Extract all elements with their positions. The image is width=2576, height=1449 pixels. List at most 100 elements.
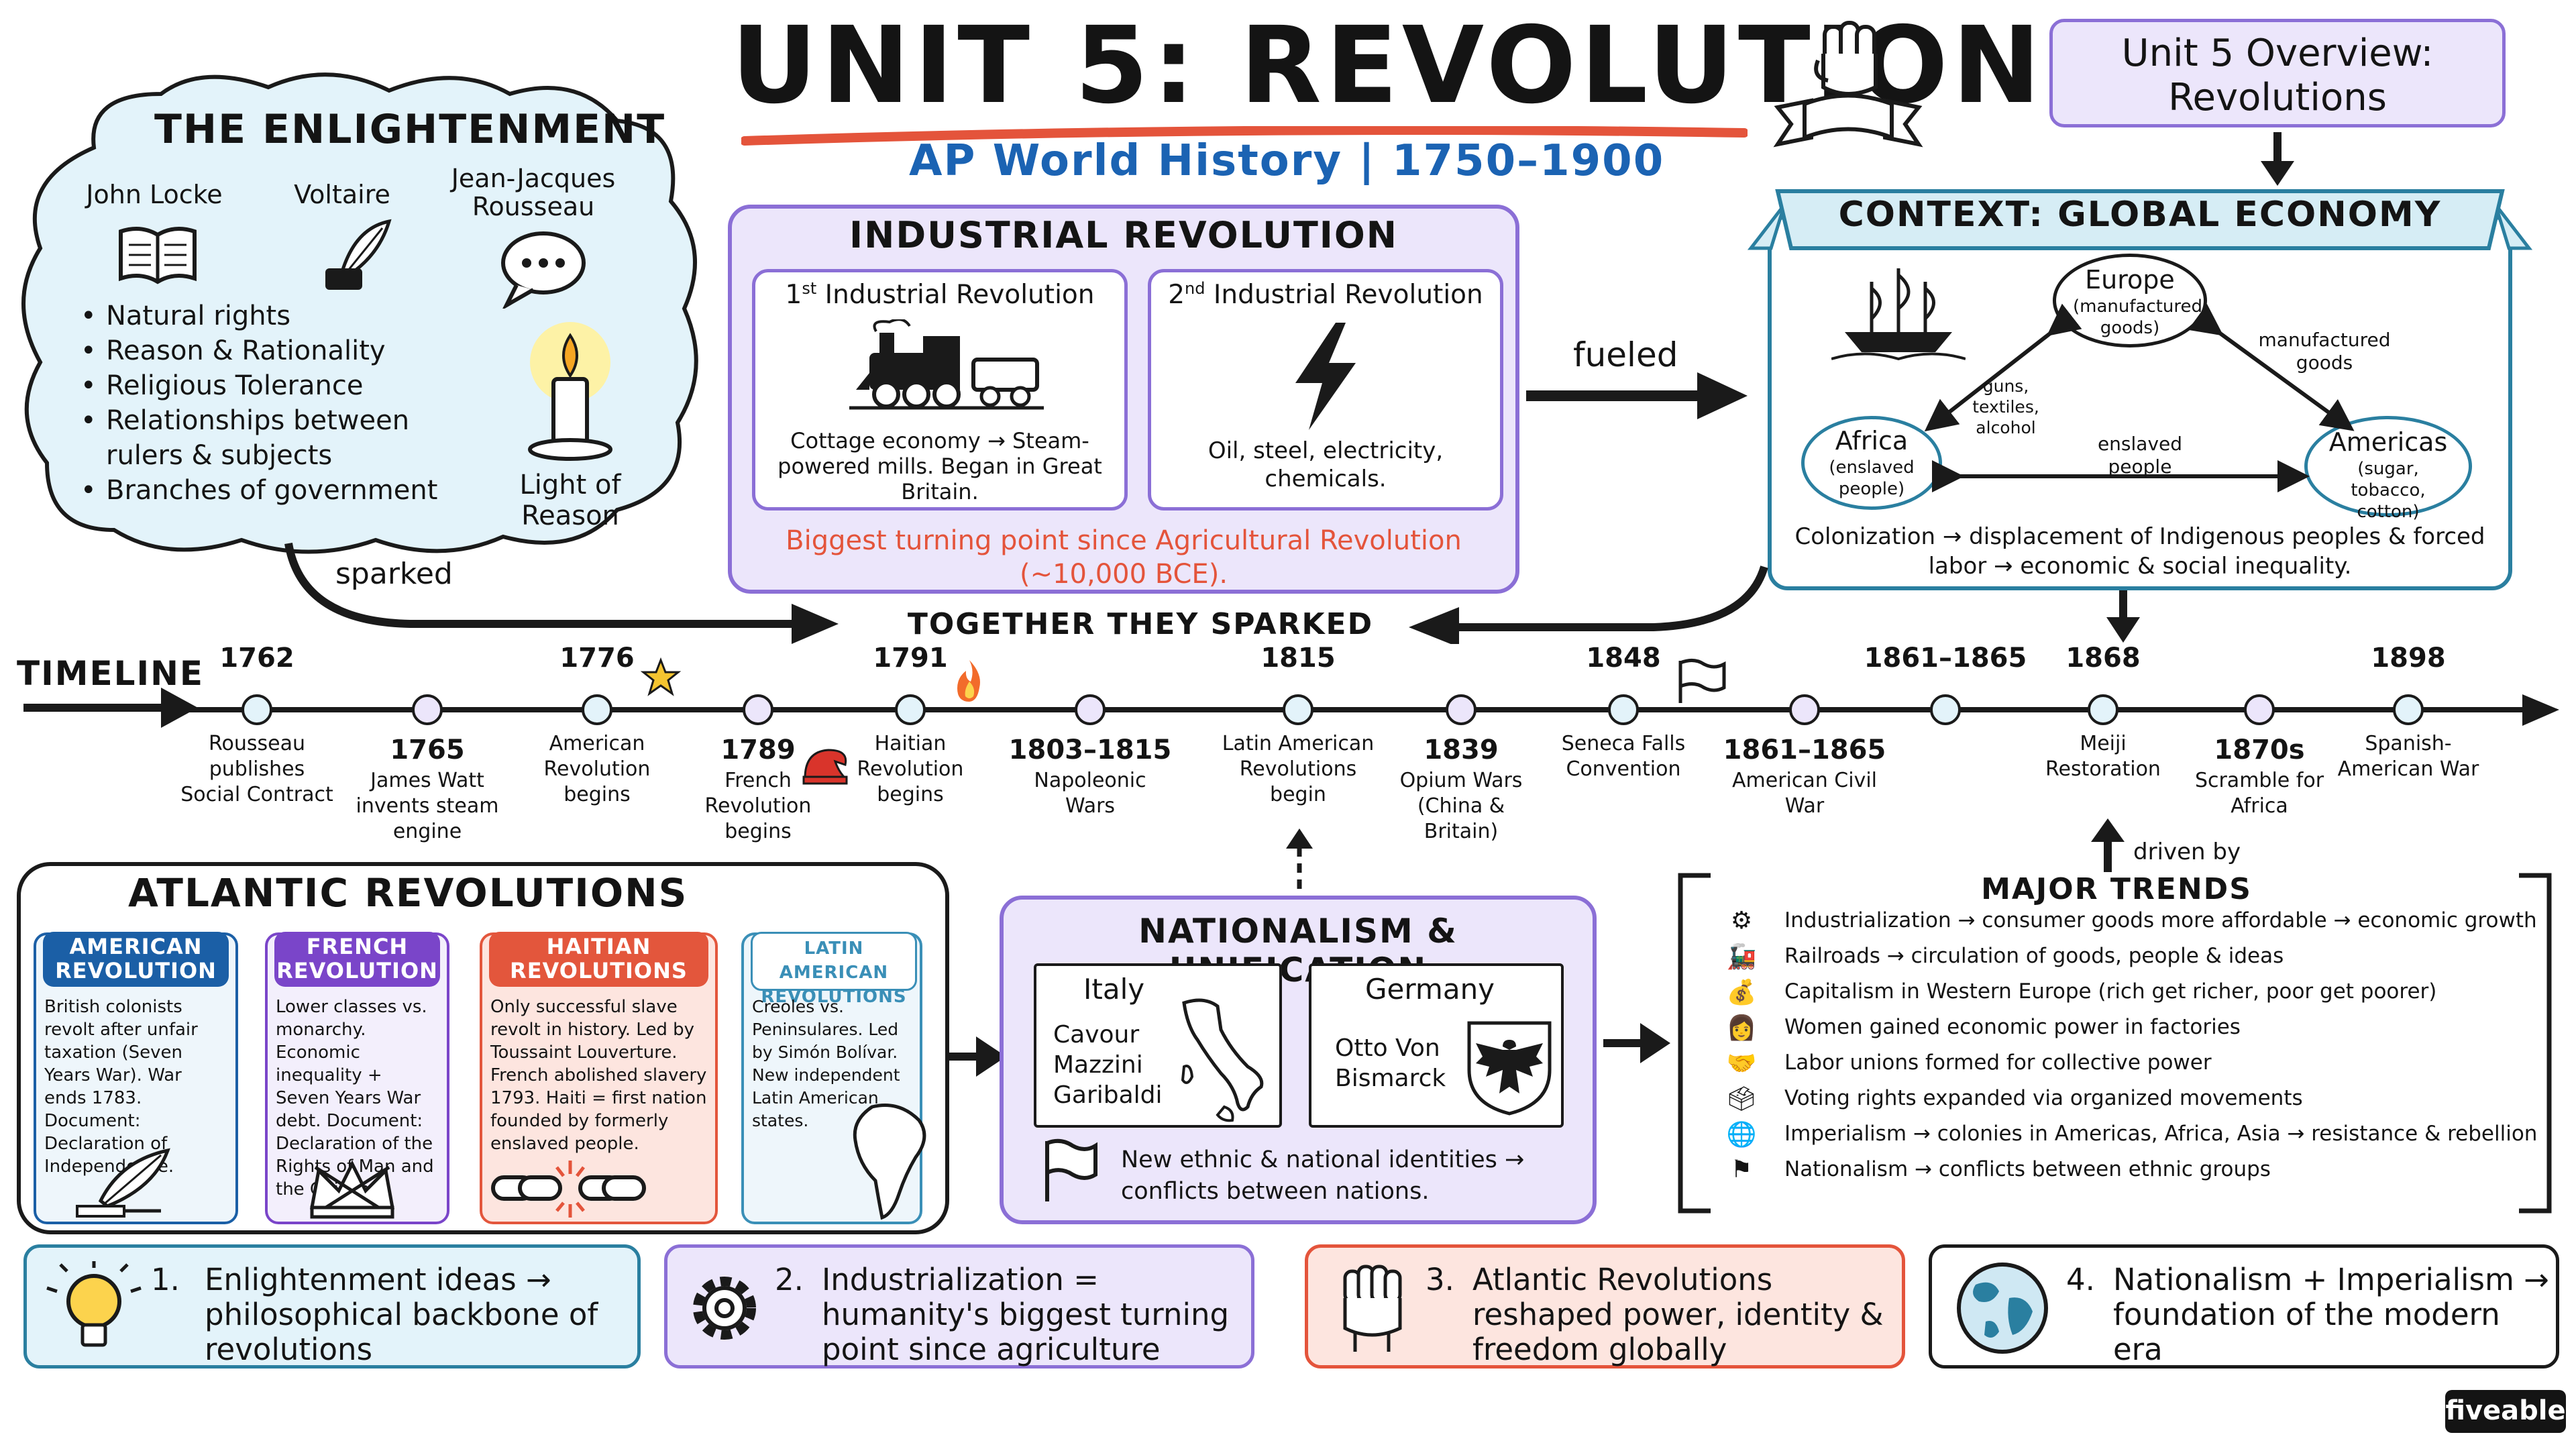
nationalism-panel: NATIONALISM & UNIFICATION Italy Cavour M… bbox=[1000, 896, 1597, 1224]
phrygian-cap-icon bbox=[802, 749, 848, 785]
thinker-locke: John Locke bbox=[86, 180, 223, 209]
first-industrial-title: Industrial Revolution bbox=[824, 280, 1095, 310]
timeline-dot bbox=[1446, 694, 1477, 725]
first-ordinal: 1 bbox=[785, 280, 802, 310]
timeline-event-label: Scramble for Africa bbox=[2194, 769, 2324, 818]
flag-icon: ⚑ bbox=[1730, 1156, 1753, 1183]
takeaway-4: 4. Nationalism + Imperialism → foundatio… bbox=[1929, 1244, 2559, 1368]
money-bag-icon: 💰 bbox=[1726, 979, 1757, 1006]
raised-fist-icon bbox=[1773, 21, 1923, 148]
germany-name: Otto Von bbox=[1335, 1034, 1440, 1062]
atlantic-card-text: British colonists revolt after unfair ta… bbox=[44, 997, 198, 1177]
timeline-dot bbox=[1075, 694, 1106, 725]
sparked-arrow bbox=[284, 543, 839, 644]
first-industrial-card: 1st Industrial Revolution Cottage econom… bbox=[752, 269, 1128, 511]
flag-icon-timeline bbox=[1678, 659, 1726, 703]
globe-icon: 🌐 bbox=[1726, 1121, 1757, 1148]
node-americas: Americas (sugar, tobacco, cotton) bbox=[2304, 416, 2472, 522]
driven-by-arrow bbox=[2091, 818, 2125, 872]
second-ordinal-sup: nd bbox=[1185, 279, 1205, 298]
takeaway-2: 2. Industrialization = humanity's bigges… bbox=[664, 1244, 1254, 1368]
timeline-event-label: French Revolution begins bbox=[704, 769, 812, 843]
broken-chain-icon bbox=[491, 1161, 646, 1218]
book-icon bbox=[119, 227, 197, 284]
second-industrial-card: 2nd Industrial Revolution Oil, steel, el… bbox=[1148, 269, 1503, 511]
major-trends-title: MAJOR TRENDS bbox=[1981, 872, 2252, 906]
industrial-title: INDUSTRIAL REVOLUTION bbox=[849, 214, 1398, 256]
timeline-axis bbox=[188, 694, 2559, 726]
brand-badge: fiveable bbox=[2445, 1390, 2566, 1433]
timeline-dot bbox=[412, 694, 443, 725]
timeline-dot bbox=[1930, 694, 1961, 725]
trend-item: Railroads → circulation of goods, people… bbox=[1784, 944, 2284, 968]
timeline-year: 1848 bbox=[1586, 643, 1661, 674]
timeline-year: 1839 bbox=[1424, 735, 1499, 765]
takeaway-1: 1. Enlightenment ideas → philosophical b… bbox=[23, 1244, 641, 1368]
eagle-crest-icon bbox=[1467, 1021, 1552, 1116]
global-economy-title: CONTEXT: GLOBAL ECONOMY bbox=[1838, 195, 2442, 235]
africa-label: Africa bbox=[1835, 426, 1909, 455]
quill-document-icon bbox=[76, 1148, 170, 1218]
arrow-right-to-trends bbox=[1603, 1023, 1670, 1063]
flow-guns-label: guns, textiles, alcohol bbox=[1972, 376, 2039, 437]
trend-item: Women gained economic power in factories bbox=[1784, 1015, 2241, 1039]
star-icon bbox=[641, 657, 681, 696]
page-subtitle: AP World History | 1750–1900 bbox=[909, 136, 1665, 186]
timeline-dot bbox=[2393, 694, 2424, 725]
timeline-year: 1861–1865 bbox=[1723, 735, 1886, 765]
atlantic-title: ATLANTIC REVOLUTIONS bbox=[128, 870, 688, 916]
takeaway-1-text: Enlightenment ideas → philosophical back… bbox=[205, 1262, 598, 1367]
timeline-dot bbox=[582, 694, 612, 725]
germany-title: Germany bbox=[1365, 973, 1495, 1006]
italy-card: Italy Cavour Mazzini Garibaldi bbox=[1034, 963, 1282, 1128]
fire-icon bbox=[957, 660, 980, 702]
timeline-dot bbox=[1283, 694, 1313, 725]
first-ordinal-sup: st bbox=[802, 279, 817, 298]
timeline-dot bbox=[241, 694, 272, 725]
unit-overview-label: Unit 5 Overview: Revolutions bbox=[2121, 32, 2434, 119]
takeaway-2-text: Industrialization = humanity's biggest t… bbox=[822, 1262, 1230, 1367]
globe-icon bbox=[1957, 1263, 2048, 1354]
dashed-arrow-up bbox=[1286, 828, 1313, 889]
idea-item: Reason & Rationality bbox=[80, 333, 483, 368]
timeline-year: 1870s bbox=[2214, 735, 2305, 765]
timeline-label: TIMELINE bbox=[17, 654, 205, 693]
timeline-year: 1861–1865 bbox=[1864, 643, 2027, 674]
unit-overview-box: Unit 5 Overview: Revolutions bbox=[2049, 19, 2506, 127]
atlantic-card-text: Lower classes vs. monarchy. Economic ine… bbox=[276, 997, 434, 1199]
trend-item: Imperialism → colonies in Americas, Afri… bbox=[1784, 1122, 2538, 1146]
trend-item: Capitalism in Western Europe (rich get r… bbox=[1784, 979, 2437, 1004]
italy-names: Cavour Mazzini Garibaldi bbox=[1053, 1020, 1163, 1110]
atlantic-card-text: Creoles vs. Peninsulares. Led by Simón B… bbox=[752, 997, 900, 1130]
arrow-right-to-nationalism bbox=[946, 1036, 1006, 1077]
flow-manufactured-label: manufactured goods bbox=[2258, 329, 2391, 374]
takeaway-4-text: Nationalism + Imperialism → foundation o… bbox=[2113, 1262, 2549, 1367]
timeline-year: 1868 bbox=[2065, 643, 2141, 674]
takeaway-3-text: Atlantic Revolutions reshaped power, ide… bbox=[1472, 1262, 1884, 1367]
together-sparked-label: TOGETHER THEY SPARKED bbox=[907, 607, 1374, 641]
light-of-reason-label: Light of Reason bbox=[519, 470, 621, 531]
timeline-event-label: Spanish-American War bbox=[2337, 732, 2479, 781]
timeline-year: 1898 bbox=[2371, 643, 2446, 674]
gear-icon bbox=[693, 1277, 756, 1340]
trend-item: Industrialization → consumer goods more … bbox=[1784, 908, 2537, 932]
woman-icon: 👩 bbox=[1726, 1014, 1757, 1042]
enlightenment-ideas-list: Natural rights Reason & Rationality Reli… bbox=[80, 299, 483, 508]
ballot-box-icon: 🗳 bbox=[1726, 1085, 1757, 1113]
atlantic-card-title: AMERICAN REVOLUTION bbox=[43, 932, 229, 987]
node-africa: Africa (enslaved people) bbox=[1801, 416, 1942, 510]
idea-item: Natural rights bbox=[80, 299, 483, 333]
timeline-dot bbox=[2244, 694, 2275, 725]
fueled-label: fueled bbox=[1573, 335, 1678, 374]
timeline-event-label: American Revolution begins bbox=[543, 732, 651, 806]
timeline-dot bbox=[2088, 694, 2118, 725]
south-america-map-icon bbox=[853, 1104, 926, 1220]
italy-name: Garibaldi bbox=[1053, 1081, 1163, 1109]
second-industrial-title: Industrial Revolution bbox=[1213, 280, 1483, 310]
enlightenment-title: THE ENLIGHTENMENT bbox=[154, 106, 666, 153]
timeline-event-label: Rousseau publishes Social Contract bbox=[180, 732, 333, 806]
together-arrow-right bbox=[1409, 566, 1768, 644]
atlantic-card-title: LATIN AMERICAN REVOLUTIONS bbox=[751, 932, 917, 1007]
takeaway-4-num: 4. bbox=[2066, 1262, 2095, 1297]
